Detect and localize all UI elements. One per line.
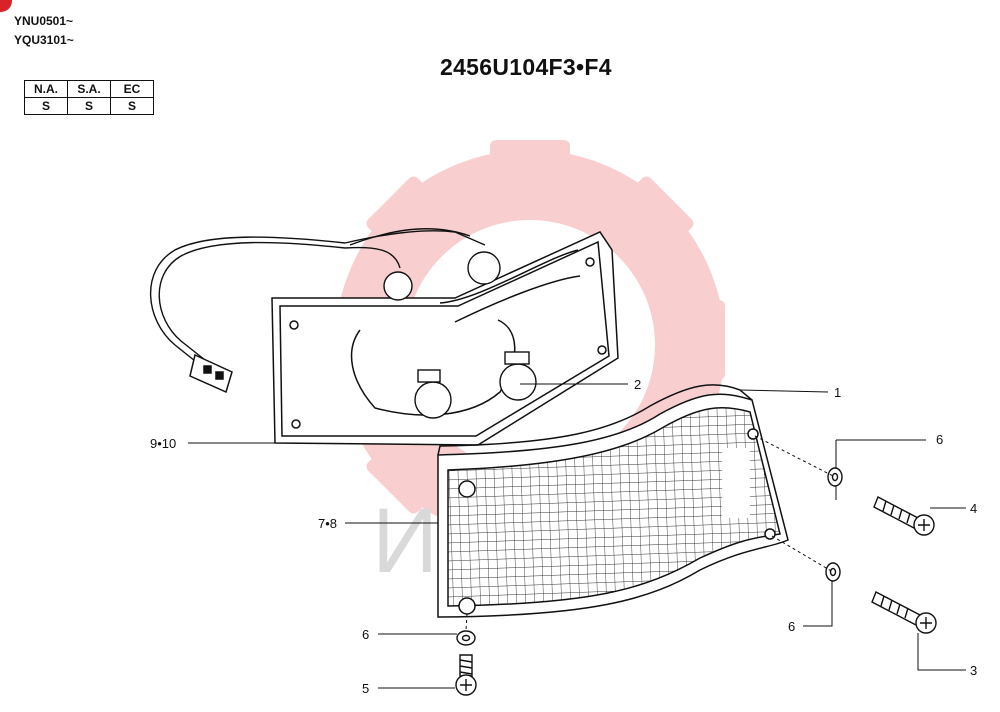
serial-range: YNU0501~ YQU3101~ xyxy=(14,12,74,50)
callout-screw-short: 5 xyxy=(362,681,369,696)
leader-lines xyxy=(188,383,966,689)
market-value-row: S S S xyxy=(24,97,154,115)
callout-bulb: 2 xyxy=(634,377,641,392)
serial-range-1: YNU0501~ xyxy=(14,14,74,28)
wire-harness xyxy=(149,228,486,366)
callout-lens: 1 xyxy=(834,385,841,400)
callout-washer-bottom: 6 xyxy=(362,627,369,642)
bulb xyxy=(383,251,537,419)
callout-housing: 9•10 xyxy=(150,436,176,451)
callout-lens-assembly: 7•8 xyxy=(318,516,337,531)
market-value-ec: S xyxy=(110,97,154,115)
serial-range-2: YQU3101~ xyxy=(14,33,74,47)
connector-plug xyxy=(189,353,233,394)
part-number-title: 2456U104F3•F4 xyxy=(440,54,612,80)
callout-screw-long-bottom: 3 xyxy=(970,663,977,678)
lens-assembly xyxy=(437,384,789,618)
market-value-na: S xyxy=(24,97,68,115)
callout-washer-top: 6 xyxy=(936,432,943,447)
screw xyxy=(455,496,937,696)
washer xyxy=(456,467,843,646)
market-header-na: N.A. xyxy=(24,80,68,98)
market-availability-table: N.A. S.A. EC S S S xyxy=(24,80,154,115)
market-value-sa: S xyxy=(67,97,111,115)
callout-washer-mid: 6 xyxy=(788,619,795,634)
callout-screw-long-top: 4 xyxy=(970,501,977,516)
